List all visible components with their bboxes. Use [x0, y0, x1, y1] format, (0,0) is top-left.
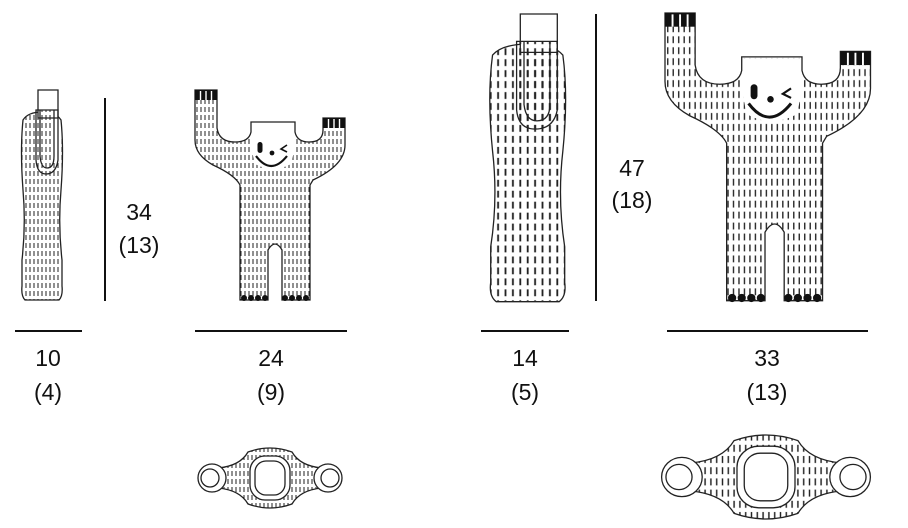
large-figure-top-view: [660, 434, 872, 520]
large-figure-width-cm: 33: [754, 345, 780, 371]
small-vase-width-cm: 10: [35, 345, 61, 371]
small-figure-width-cm: 24: [258, 345, 284, 371]
small-vase-side-view: [20, 89, 64, 301]
large-vase-width-in: (5): [511, 379, 539, 405]
large-figure-front-view: [663, 11, 873, 304]
small-vase-width-in: (4): [34, 379, 62, 405]
small-vase-height-cm: 34: [126, 199, 152, 225]
small-figure-front-view: [193, 88, 347, 303]
large-vase-height-cm: 47: [619, 155, 645, 181]
small-figure-top-view: [197, 447, 343, 509]
large-figure-width-in: (13): [747, 379, 788, 405]
small-vase-height-in: (13): [119, 232, 160, 258]
large-vase-width-cm: 14: [512, 345, 538, 371]
small-figure-width-in: (9): [257, 379, 285, 405]
large-vase-height-in: (18): [612, 187, 653, 213]
large-vase-side-view: [488, 12, 567, 303]
